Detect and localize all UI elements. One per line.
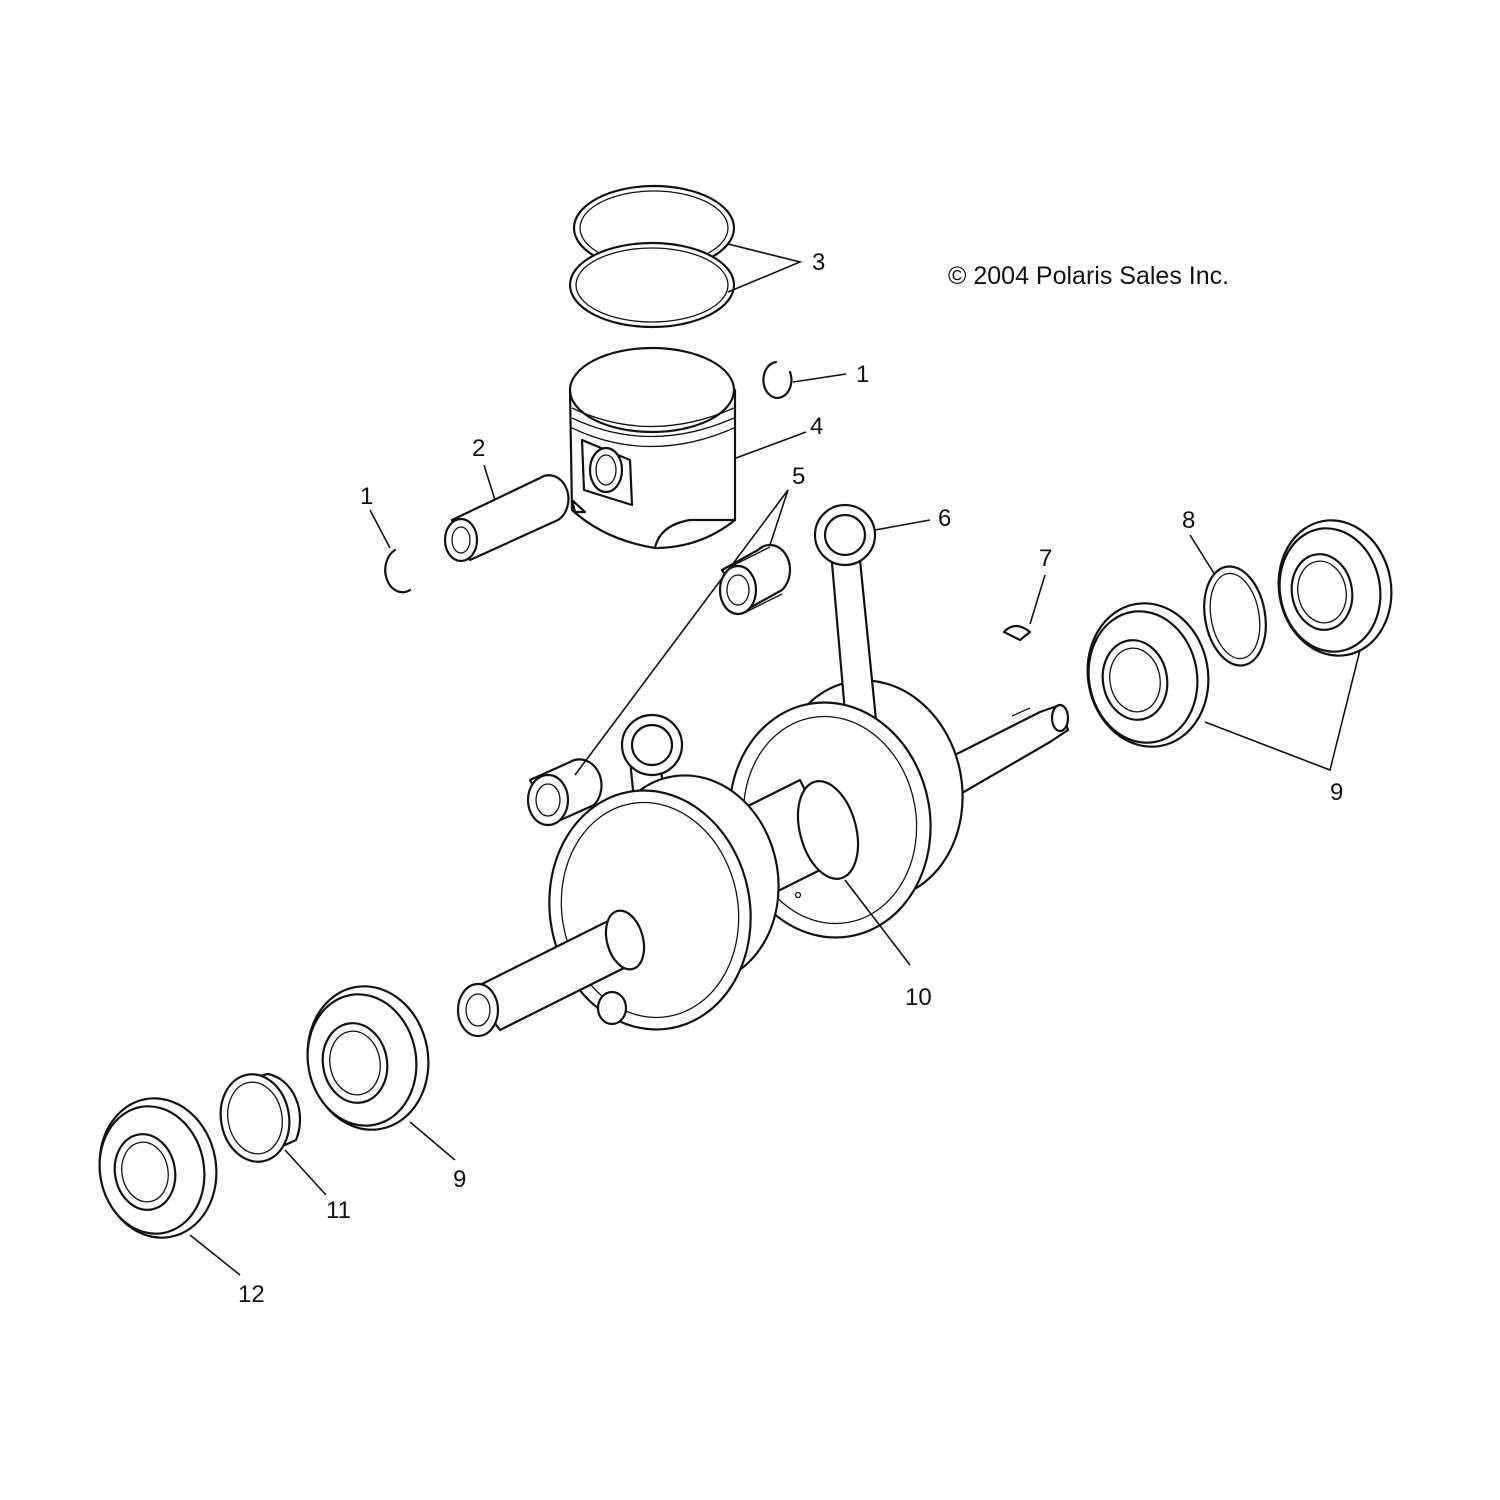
crankshaft-assembly — [456, 503, 1070, 1038]
piston-ring-bottom — [568, 241, 736, 329]
needle-bearing-upper — [718, 543, 792, 616]
callout-11: 11 — [326, 1197, 351, 1224]
callout-5: 5 — [792, 463, 805, 490]
callout-1-left: 1 — [360, 483, 373, 510]
callout-4: 4 — [810, 413, 823, 440]
callout-6: 6 — [938, 505, 951, 532]
spacer-ring — [219, 1072, 302, 1163]
oil-seal — [98, 1097, 218, 1239]
callout-9-right: 9 — [1330, 779, 1343, 806]
bearing-left — [306, 985, 430, 1131]
needle-bearing-lower — [526, 758, 603, 827]
callout-9-left: 9 — [453, 1166, 466, 1193]
bearing-right-inner — [1086, 602, 1210, 748]
callout-2: 2 — [472, 435, 485, 462]
circlip-left — [384, 548, 412, 594]
callout-7: 7 — [1039, 545, 1052, 572]
circlip-right — [762, 360, 793, 399]
callout-8: 8 — [1182, 507, 1195, 534]
woodruff-key — [1002, 624, 1032, 642]
wrist-pin — [443, 474, 570, 563]
bearing-right-outer — [1277, 519, 1393, 657]
piston — [568, 346, 737, 550]
copyright-notice: © 2004 Polaris Sales Inc. — [948, 262, 1230, 290]
callout-3: 3 — [812, 249, 825, 276]
callout-10: 10 — [905, 984, 932, 1011]
shim-ring — [1203, 565, 1267, 667]
leader-lines — [189, 243, 1361, 1276]
callout-1-right: 1 — [856, 361, 869, 388]
callout-12: 12 — [238, 1281, 265, 1308]
